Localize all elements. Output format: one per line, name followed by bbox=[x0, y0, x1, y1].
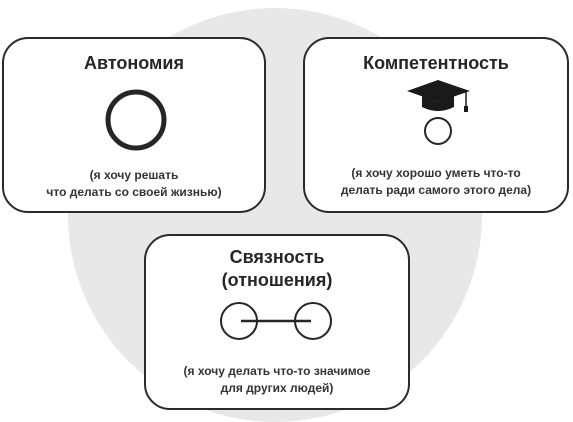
autonomy-desc-line: что делать со своей жизнью) bbox=[46, 185, 222, 199]
autonomy-description: (я хочу решать что делать со своей жизнь… bbox=[4, 167, 264, 201]
relatedness-title: Связность (отношения) bbox=[146, 246, 408, 292]
autonomy-title-line: Автономия bbox=[84, 53, 184, 73]
autonomy-card: Автономия (я хочу решать что делать со с… bbox=[2, 37, 266, 213]
connected-circles-icon bbox=[220, 302, 332, 340]
relatedness-card: Связность (отношения) (я хочу делать что… bbox=[144, 234, 410, 410]
relatedness-title-line: (отношения) bbox=[221, 270, 333, 290]
ring-icon bbox=[105, 89, 167, 151]
competence-card: Компетентность (я хочу хорошо уметь что-… bbox=[303, 37, 569, 213]
competence-desc-line: (я хочу хорошо уметь что-то bbox=[351, 166, 521, 180]
relatedness-desc-line: для других людей) bbox=[220, 381, 334, 395]
graduate-cap-icon bbox=[407, 80, 470, 145]
relatedness-title-line: Связность bbox=[229, 247, 325, 267]
autonomy-title: Автономия bbox=[4, 52, 264, 75]
competence-desc-line: делать ради самого этого дела) bbox=[340, 183, 532, 197]
competence-description: (я хочу хорошо уметь что-то делать ради … bbox=[305, 165, 567, 199]
competence-title: Компетентность bbox=[305, 52, 567, 75]
autonomy-desc-line: (я хочу решать bbox=[89, 168, 179, 182]
competence-title-line: Компетентность bbox=[363, 53, 509, 73]
relatedness-description: (я хочу делать что-то значимое для други… bbox=[146, 363, 408, 397]
relatedness-desc-line: (я хочу делать что-то значимое bbox=[183, 364, 371, 378]
